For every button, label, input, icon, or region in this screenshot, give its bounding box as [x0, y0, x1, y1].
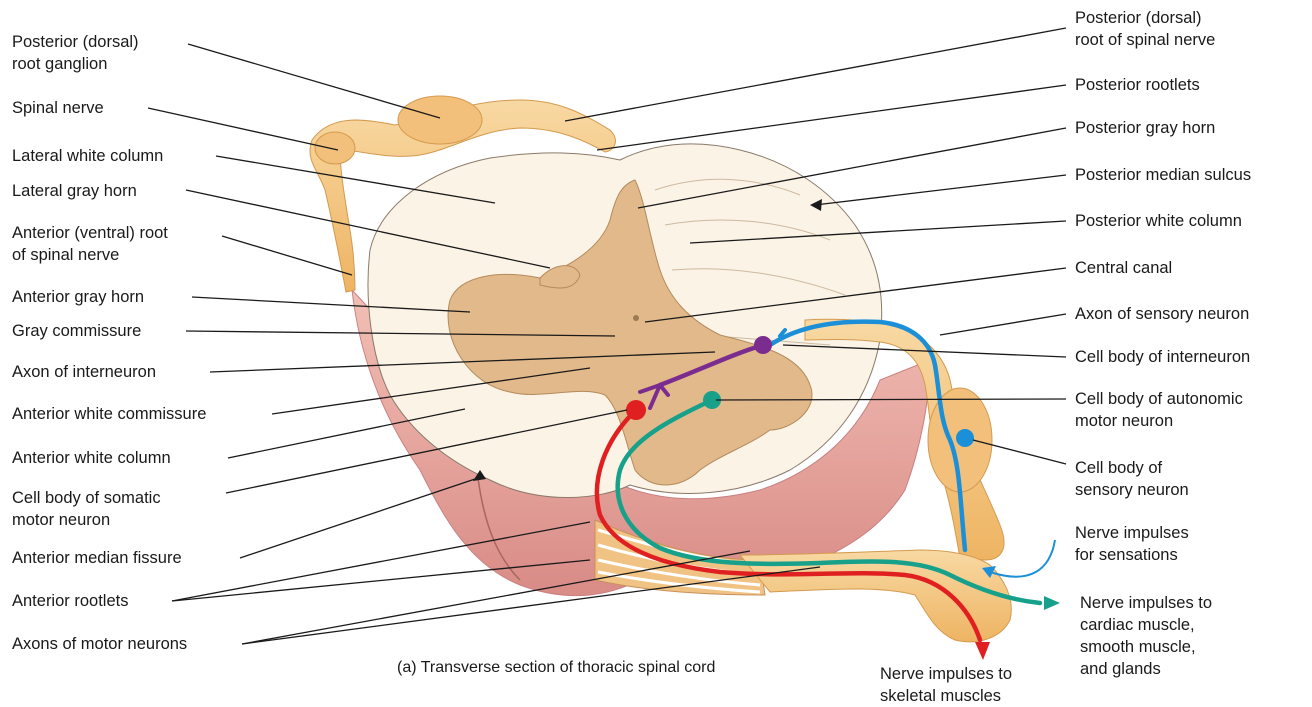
label-posterior-dorsal-root-ganglion: Posterior (dorsal) root ganglion — [12, 31, 139, 75]
label-cell-body-of-interneuron: Cell body of interneuron — [1075, 346, 1250, 368]
label-impulses-skeletal: Nerve impulses to skeletal muscles — [880, 663, 1012, 707]
label-anterior-rootlets: Anterior rootlets — [12, 590, 128, 612]
label-posterior-dorsal-root-spinal-nerve: Posterior (dorsal) root of spinal nerve — [1075, 7, 1215, 51]
label-posterior-gray-horn: Posterior gray horn — [1075, 117, 1215, 139]
label-axon-of-interneuron: Axon of interneuron — [12, 361, 156, 383]
label-anterior-median-fissure: Anterior median fissure — [12, 547, 182, 569]
central-canal — [633, 315, 639, 321]
label-anterior-gray-horn: Anterior gray horn — [12, 286, 144, 308]
label-axon-of-sensory-neuron: Axon of sensory neuron — [1075, 303, 1249, 325]
label-impulses-sensations: Nerve impulses for sensations — [1075, 522, 1189, 566]
label-spinal-nerve: Spinal nerve — [12, 97, 104, 119]
label-anterior-white-column: Anterior white column — [12, 447, 171, 469]
label-cell-body-somatic-motor: Cell body of somatic motor neuron — [12, 487, 161, 531]
label-posterior-white-column: Posterior white column — [1075, 210, 1242, 232]
label-cell-body-sensory: Cell body of sensory neuron — [1075, 457, 1189, 501]
label-impulses-cardiac: Nerve impulses to cardiac muscle, smooth… — [1080, 592, 1212, 680]
posterior-root-ganglion — [398, 96, 482, 144]
label-lateral-gray-horn: Lateral gray horn — [12, 180, 137, 202]
label-anterior-ventral-root: Anterior (ventral) root of spinal nerve — [12, 222, 168, 266]
label-axons-of-motor-neurons: Axons of motor neurons — [12, 633, 187, 655]
label-central-canal: Central canal — [1075, 257, 1172, 279]
label-posterior-median-sulcus: Posterior median sulcus — [1075, 164, 1251, 186]
figure-caption: (a) Transverse section of thoracic spina… — [397, 657, 715, 679]
label-cell-body-autonomic-motor: Cell body of autonomic motor neuron — [1075, 388, 1243, 432]
label-posterior-rootlets: Posterior rootlets — [1075, 74, 1200, 96]
spinal-nerve-bulge — [315, 132, 355, 164]
label-gray-commissure: Gray commissure — [12, 320, 141, 342]
label-lateral-white-column: Lateral white column — [12, 145, 163, 167]
label-anterior-white-commissure: Anterior white commissure — [12, 403, 206, 425]
